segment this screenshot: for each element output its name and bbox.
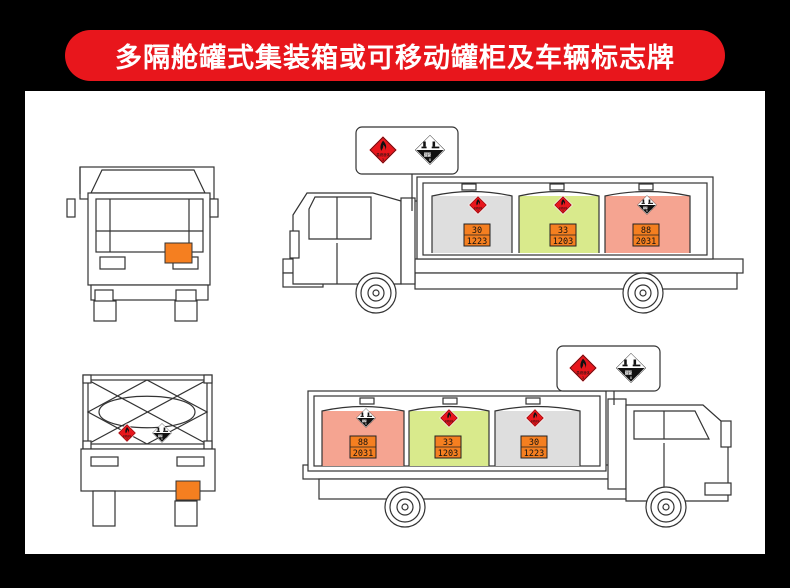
un-number-text: 1203 (553, 237, 573, 247)
un-number-text: 1223 (467, 237, 487, 247)
hazard-code-text: 33 (443, 438, 453, 448)
wheel-icon (645, 486, 687, 528)
hazard-code-text: 30 (529, 438, 539, 448)
front-view-truck (66, 166, 219, 322)
hazard-code-text: 33 (558, 226, 568, 236)
wheel-icon (384, 486, 426, 528)
hazard-code-text: 88 (358, 438, 368, 448)
un-number-text: 1223 (524, 449, 544, 459)
hazard-code-text: 88 (641, 226, 651, 236)
page-title: 多隔舱罐式集装箱或可移动罐柜及车辆标志牌 (115, 43, 675, 74)
un-number-text: 1203 (438, 449, 458, 459)
un-number-text: 2031 (636, 237, 656, 247)
un-number-text: 2031 (353, 449, 373, 459)
diagram-canvas: 易燃液体 3 腐蚀性物品 8 (66, 126, 744, 528)
rear-orange-plate (175, 480, 201, 501)
wheel-icon (622, 272, 664, 314)
rear-view-tank (80, 374, 216, 527)
hazard-code-text: 30 (472, 226, 482, 236)
title-bar: 多隔舱罐式集装箱或可移动罐柜及车辆标志牌 (65, 30, 725, 81)
front-orange-plate (164, 242, 193, 264)
diagram-panel: 易燃液体 3 腐蚀性物品 8 (25, 91, 765, 554)
wheel-icon (355, 272, 397, 314)
